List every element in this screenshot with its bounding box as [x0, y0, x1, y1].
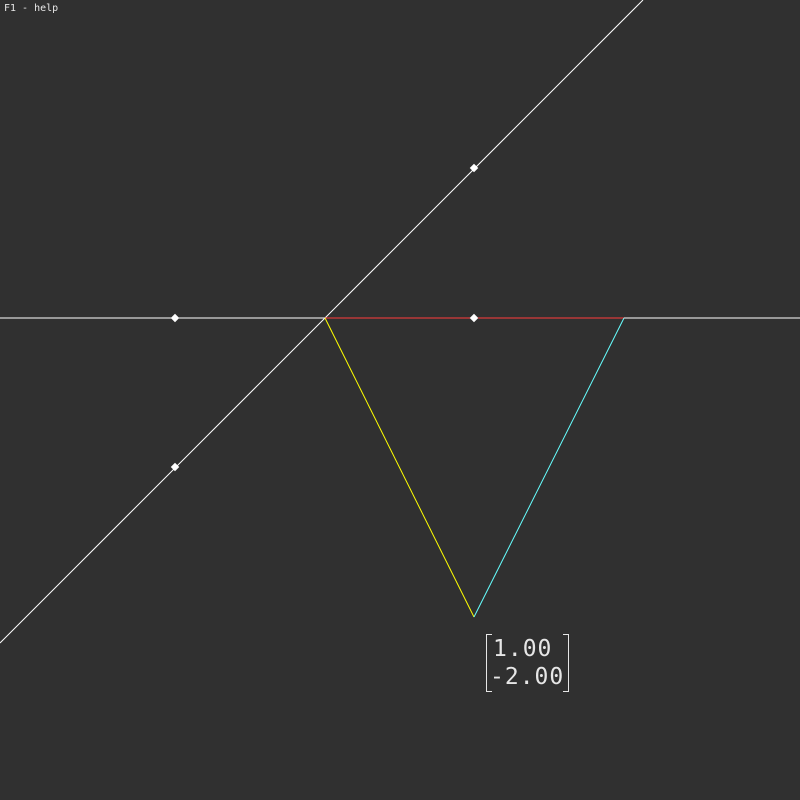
matrix-right-bracket	[563, 634, 569, 692]
handle-axis-left[interactable]	[170, 313, 180, 323]
handle-axis-mid[interactable]	[469, 313, 479, 323]
yellow-segment	[324, 317, 475, 618]
help-hint: F1 - help	[4, 3, 59, 14]
handle-diagonal-lower[interactable]	[170, 462, 180, 472]
vector-y-value: -2.00	[490, 664, 565, 690]
diagonal-line	[0, 0, 644, 644]
vector-x-value: 1.00	[493, 636, 553, 662]
cyan-segment	[473, 317, 625, 618]
handle-diagonal-upper[interactable]	[469, 163, 479, 173]
matrix-left-bracket	[486, 634, 492, 692]
vector-readout: 1.00 -2.00	[486, 634, 576, 692]
